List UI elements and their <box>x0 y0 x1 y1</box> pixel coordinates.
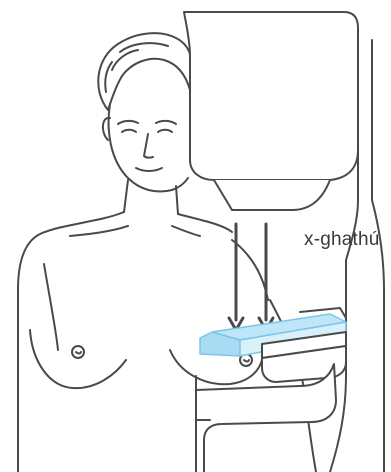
xray-beams <box>227 222 275 332</box>
hair-strand-1 <box>119 42 169 53</box>
xray-tube <box>213 179 331 211</box>
machine-column <box>329 39 359 472</box>
left-breast <box>29 329 127 390</box>
left-eyebrow <box>117 119 139 125</box>
right-breast <box>169 349 263 386</box>
hair-strand-2 <box>111 49 139 71</box>
detector-platform <box>261 307 347 383</box>
right-shoulder <box>177 213 233 233</box>
machine-column-back <box>371 39 385 472</box>
machine-base <box>195 363 337 472</box>
left-nipple-center <box>75 351 82 355</box>
neck-right <box>175 185 179 215</box>
xray-head <box>183 11 359 181</box>
right-nipple-center <box>243 359 250 363</box>
xray-label: x-ghathú <box>304 229 380 250</box>
right-eye <box>157 128 173 133</box>
right-eyebrow <box>155 119 177 125</box>
hair <box>97 32 191 111</box>
left-eye <box>121 128 137 133</box>
left-shoulder <box>17 211 125 472</box>
machine-base-inner <box>195 377 211 421</box>
hair-strand-3 <box>104 61 113 93</box>
mouth <box>135 167 163 172</box>
neck-left <box>123 179 129 213</box>
nose <box>143 133 154 159</box>
face <box>107 103 189 193</box>
mammography-machine <box>183 11 385 472</box>
chest-contour-left <box>43 263 59 351</box>
ear <box>102 116 111 141</box>
collarbone-right <box>171 225 201 237</box>
platform-top-plate <box>299 307 347 319</box>
collarbone-left <box>69 225 129 237</box>
left-nipple <box>71 345 85 359</box>
